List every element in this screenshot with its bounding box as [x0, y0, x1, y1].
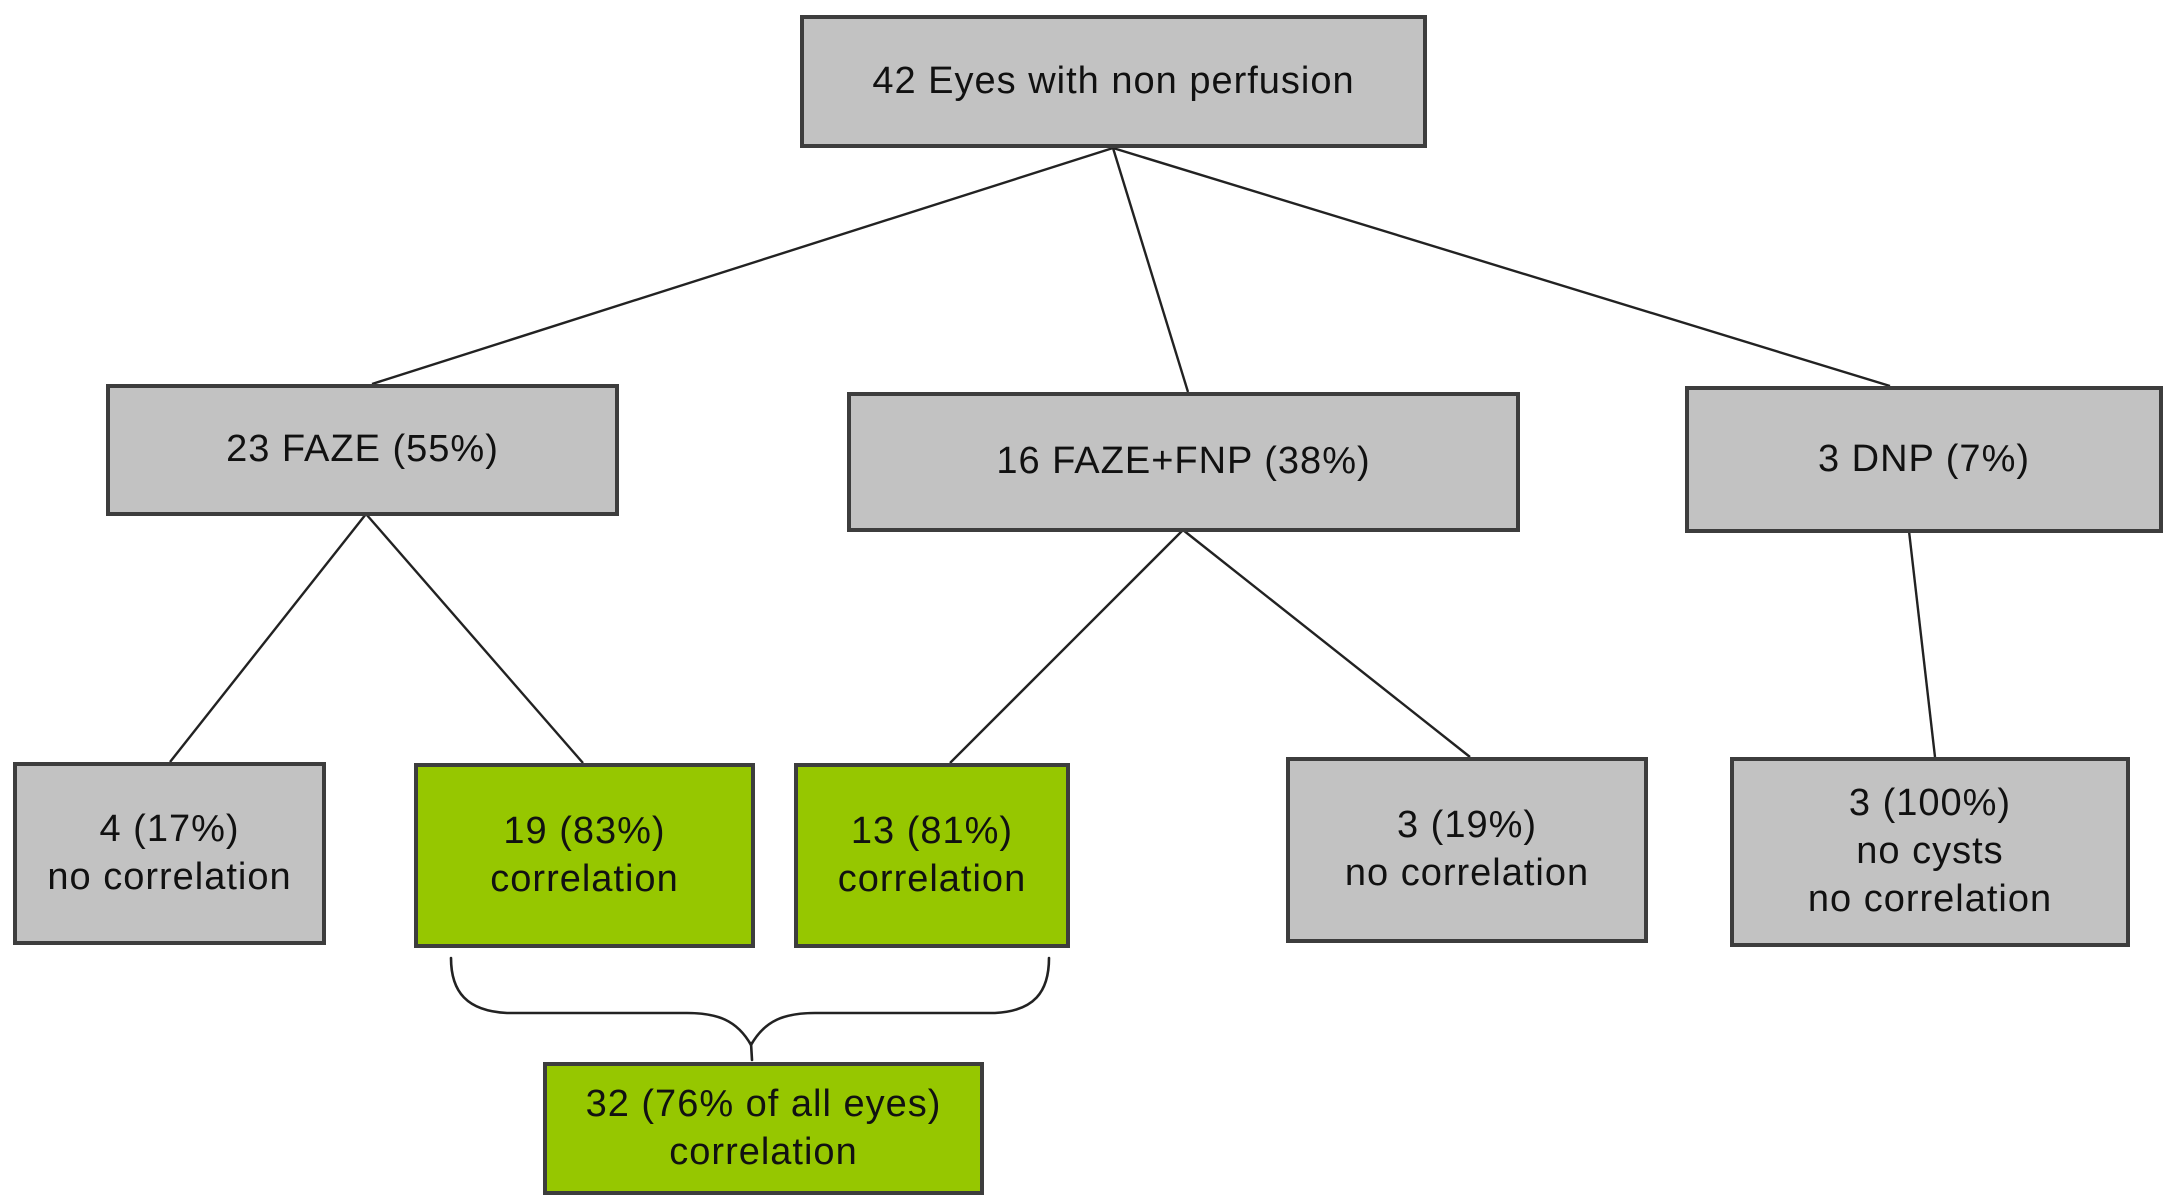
node-root: 42 Eyes with non perfusion [800, 15, 1427, 148]
node-faze-fnp-correlation: 13 (81%) correlation [794, 763, 1070, 948]
node-faze: 23 FAZE (55%) [106, 384, 619, 516]
node-faze-correlation: 19 (83%) correlation [414, 763, 755, 948]
node-total-correlation: 32 (76% of all eyes) correlation [543, 1062, 984, 1195]
connector-fazefnp-to-no-corr [1182, 529, 1471, 758]
connector-root-to-faze [371, 146, 1114, 386]
connector-fazefnp-to-corr [949, 529, 1184, 764]
node-dnp: 3 DNP (7%) [1685, 386, 2163, 533]
curly-brace [449, 956, 1051, 1048]
connector-root-to-dnp [1112, 146, 1891, 388]
node-faze-fnp-no-correlation: 3 (19%) no correlation [1286, 757, 1648, 943]
node-faze-no-correlation: 4 (17%) no correlation [13, 762, 326, 945]
node-dnp-no-cysts: 3 (100%) no cysts no correlation [1730, 757, 2130, 947]
node-faze-fnp: 16 FAZE+FNP (38%) [847, 392, 1520, 532]
connector-dnp-to-no-cysts [1907, 530, 1937, 758]
curly-brace-tip [749, 1041, 754, 1062]
connector-faze-to-corr [365, 513, 584, 764]
connector-root-to-faze-fnp [1111, 147, 1190, 393]
connector-faze-to-no-corr [169, 513, 367, 763]
